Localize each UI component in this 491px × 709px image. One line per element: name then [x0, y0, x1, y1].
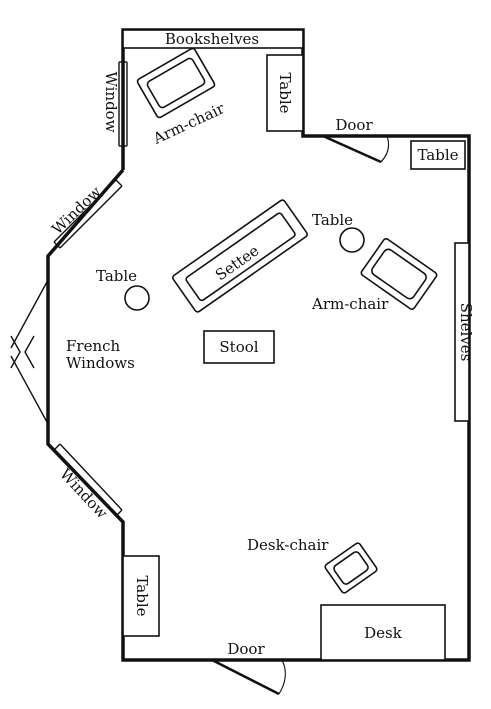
shelves-label: Shelves — [457, 303, 475, 362]
door-top-label: Door — [335, 116, 373, 134]
table-left-label: Table — [96, 267, 137, 285]
door-bottom-label: Door — [227, 640, 265, 658]
table-top-label: Table — [276, 72, 294, 113]
desk — [320, 604, 446, 661]
french-windows-label-1: French — [66, 337, 121, 355]
window-mid — [53, 179, 123, 249]
table-right-top-label: Table — [417, 146, 458, 164]
french-windows — [10, 279, 49, 425]
french-windows-label-2: Windows — [66, 354, 135, 372]
desk-label: Desk — [364, 624, 403, 642]
desk-chair — [324, 542, 378, 594]
table-left — [124, 285, 150, 311]
armchair-top — [136, 47, 216, 119]
desk-chair-label: Desk-chair — [247, 536, 329, 554]
table-center-label: Table — [312, 211, 353, 229]
door-bottom — [211, 658, 286, 696]
bookshelves — [122, 29, 304, 49]
table-top — [266, 54, 304, 132]
door-top — [322, 134, 390, 164]
window-bottom — [53, 443, 123, 517]
settee — [172, 199, 308, 313]
window-bottom-label: Window — [56, 465, 111, 522]
window-top — [118, 61, 128, 147]
window-top-label: Window — [102, 71, 120, 132]
window-mid-label: Window — [48, 183, 105, 238]
stool-label: Stool — [219, 338, 258, 356]
table-right-top — [410, 140, 466, 170]
table-bottom — [122, 555, 160, 637]
armchair-right-label: Arm-chair — [311, 295, 389, 313]
bookshelves-label: Bookshelves — [165, 30, 259, 48]
armchair-right — [360, 238, 438, 310]
table-center — [339, 227, 365, 253]
stool — [203, 330, 275, 364]
shelves — [454, 242, 470, 422]
table-bottom-label: Table — [133, 575, 151, 616]
